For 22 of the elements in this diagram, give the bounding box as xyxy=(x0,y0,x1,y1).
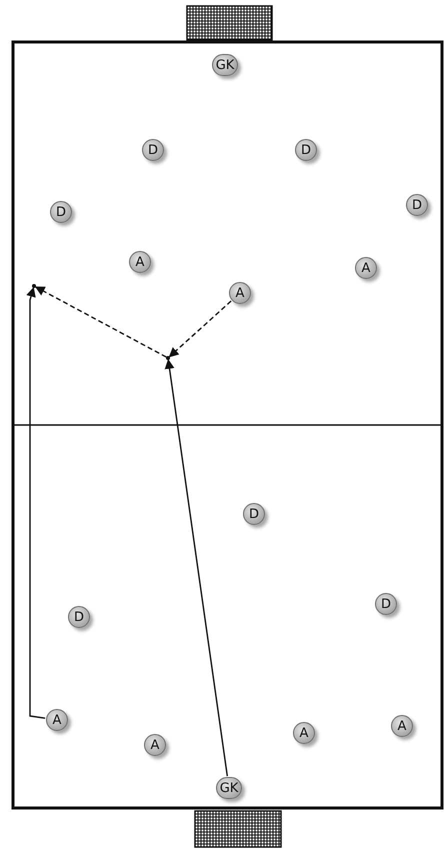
arrow xyxy=(26,286,46,719)
player-marker: A xyxy=(355,257,377,279)
player-marker: D xyxy=(142,139,164,161)
player-marker: D xyxy=(406,194,428,216)
player-marker: D xyxy=(68,606,90,628)
player-marker: A xyxy=(293,722,315,744)
player-marker: A xyxy=(229,282,251,304)
player-marker: D xyxy=(50,201,72,223)
arrow xyxy=(164,359,228,776)
player-marker: D xyxy=(243,503,265,525)
player-marker: D xyxy=(375,593,397,615)
meeting-point xyxy=(32,284,36,288)
player-marker: A xyxy=(144,734,166,756)
arrow xyxy=(168,300,232,358)
player-marker: GK xyxy=(216,777,242,799)
arrow xyxy=(34,286,167,358)
player-marker: A xyxy=(129,251,151,273)
player-marker: D xyxy=(295,139,317,161)
player-marker: GK xyxy=(212,54,238,76)
player-marker: A xyxy=(46,709,68,731)
meeting-point xyxy=(166,356,170,360)
player-marker: A xyxy=(391,715,413,737)
